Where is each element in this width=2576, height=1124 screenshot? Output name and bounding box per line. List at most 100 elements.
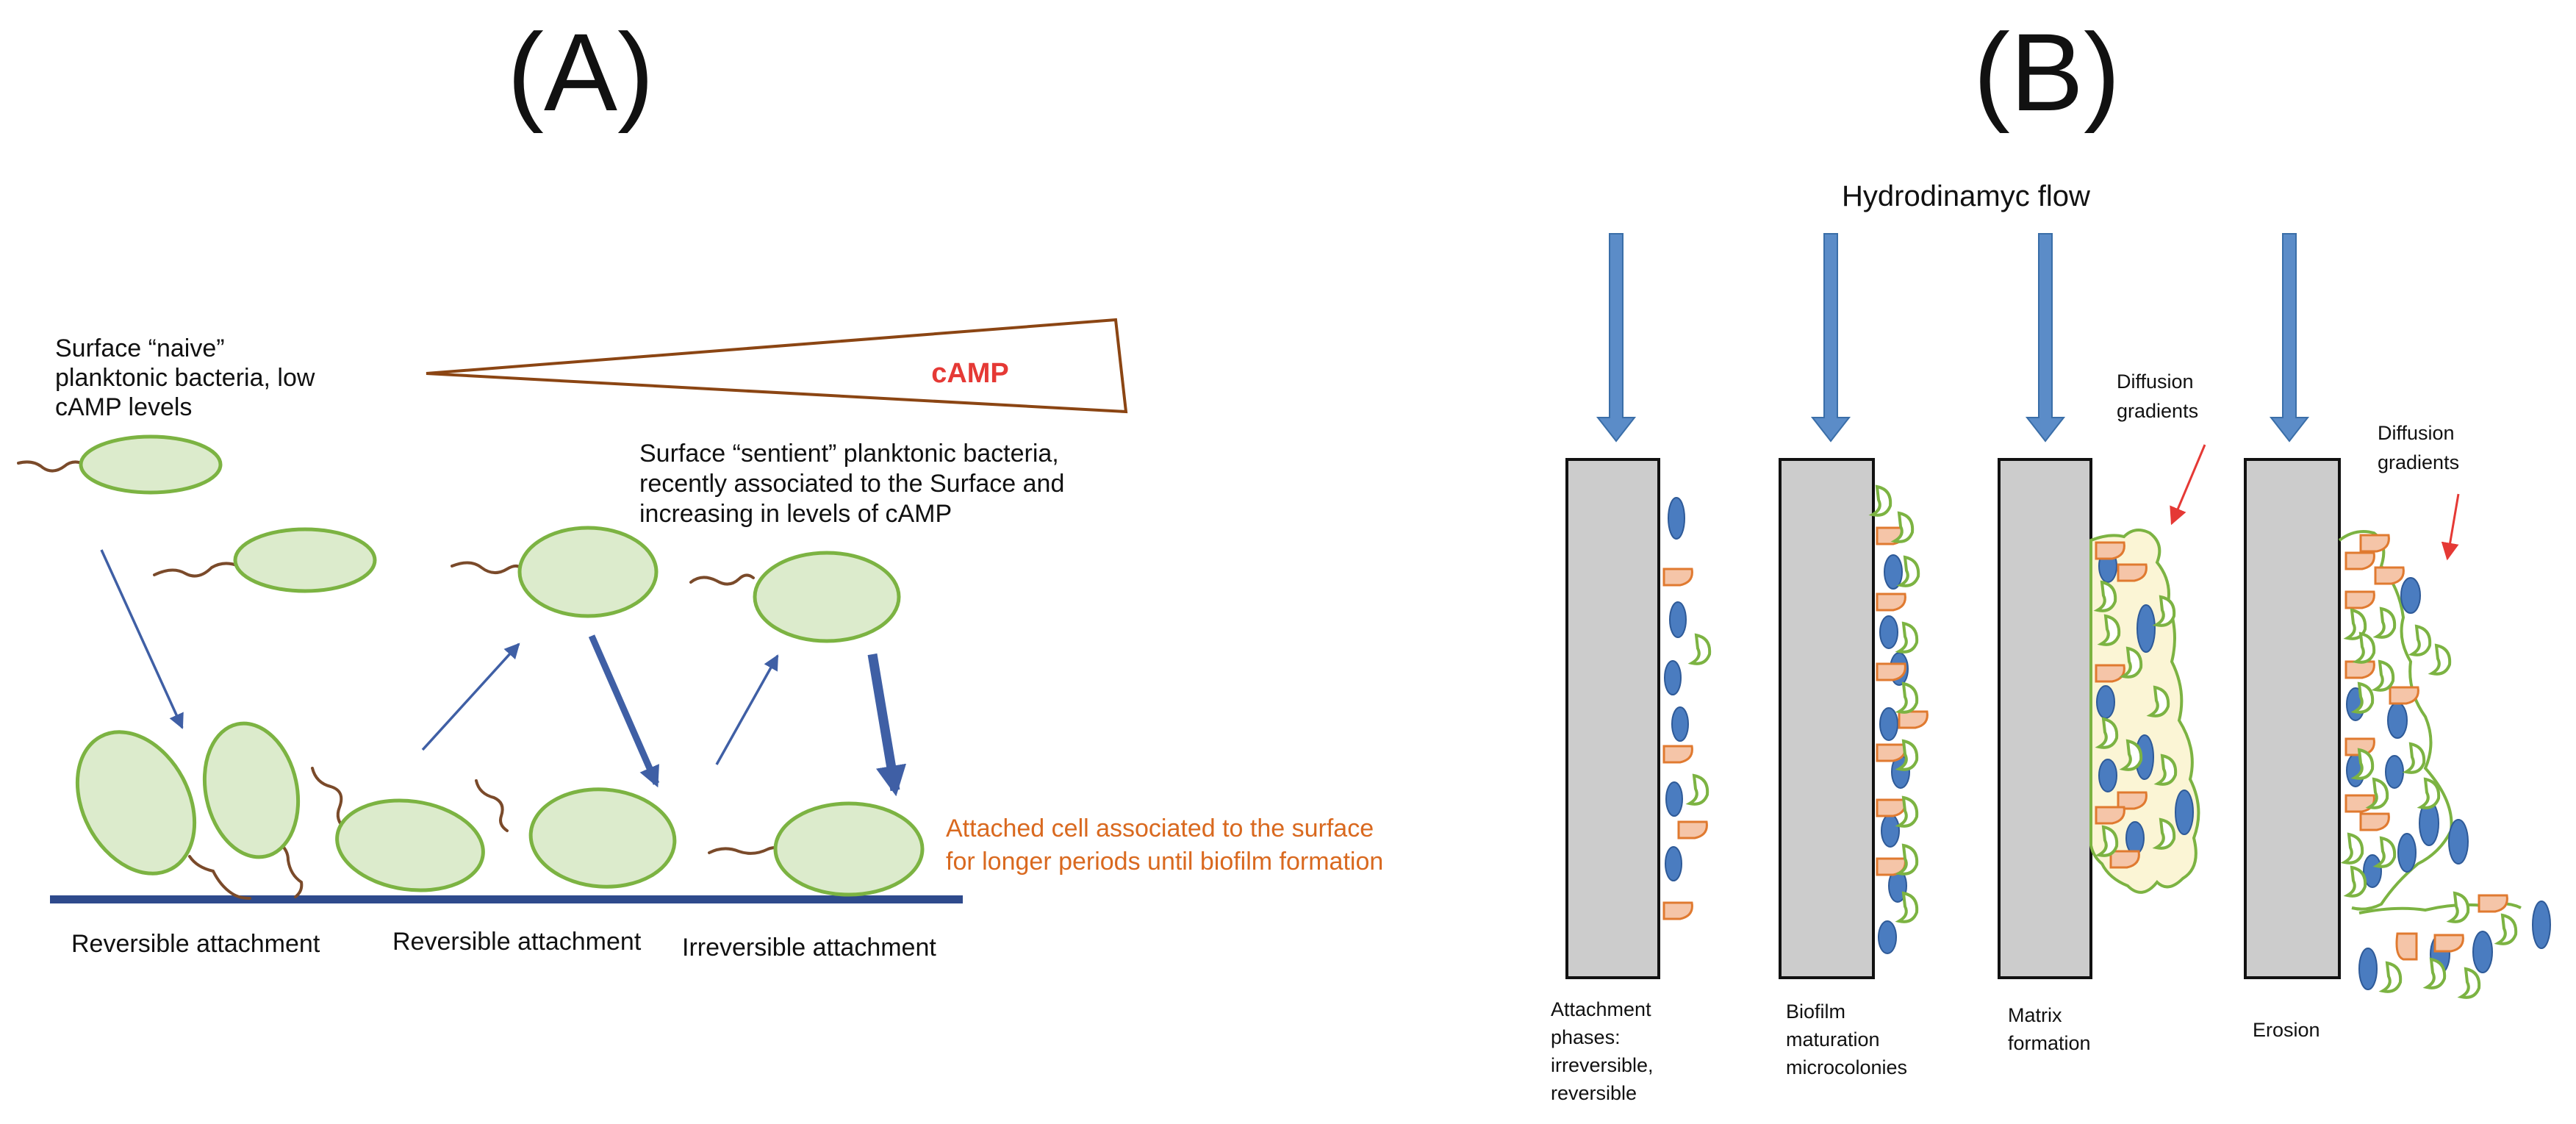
orange-cell <box>1662 901 1693 920</box>
bacterium-cell <box>753 551 901 643</box>
green-cell <box>2365 777 2389 809</box>
green-cell <box>1868 484 1892 517</box>
round-cell <box>2098 759 2117 792</box>
attachment-surface <box>50 895 963 903</box>
green-cell <box>2119 739 2143 771</box>
flagellum <box>451 561 525 574</box>
panel-a: (A) cAMP Surface “naive” planktonic bact… <box>17 10 1383 962</box>
green-cell <box>2146 685 2170 717</box>
arrow <box>867 653 907 797</box>
green-cell <box>2378 961 2403 993</box>
diffusion-pointer-arrow <box>2170 444 2206 526</box>
round-cells <box>1664 497 2551 990</box>
arrow <box>100 549 184 729</box>
flagellum <box>311 767 347 831</box>
orange-cell <box>1876 593 1906 612</box>
green-cells <box>1685 484 2518 999</box>
round-cell <box>2175 790 2194 835</box>
naive-bacteria-text: Surface “naive” planktonic bacteria, low… <box>55 334 322 421</box>
green-cell <box>2352 631 2376 664</box>
green-cell <box>2153 753 2178 786</box>
green-cell <box>2095 825 2119 857</box>
round-cell <box>1884 554 1903 590</box>
substrate-slab <box>1998 458 2092 979</box>
green-cell <box>2457 967 2481 999</box>
green-cell <box>2350 681 2375 714</box>
orange-cell <box>1876 662 1906 681</box>
bacterium-cell <box>773 801 925 897</box>
orange-cell <box>2109 850 2140 869</box>
arrow <box>421 642 520 751</box>
substrate-slab <box>2244 458 2341 979</box>
arrow <box>715 654 779 765</box>
arrow <box>588 634 660 788</box>
round-cell <box>2532 901 2551 949</box>
round-cell <box>2363 854 2382 888</box>
round-cell <box>2096 685 2115 719</box>
stage-caption: Erosion <box>2253 1019 2320 1041</box>
orange-cell <box>2389 686 2419 705</box>
green-cell <box>2428 643 2452 676</box>
flagellum <box>689 573 755 586</box>
round-cell <box>2472 931 2493 973</box>
green-cell <box>1895 891 1919 923</box>
orange-cell <box>1898 710 1929 729</box>
orange-cell <box>2344 660 2375 679</box>
flow-arrow <box>1810 233 1851 443</box>
green-cell <box>2446 891 2470 923</box>
orange-cell <box>2478 894 2508 913</box>
green-cell <box>1895 739 1919 771</box>
orange-cell <box>1677 820 1708 840</box>
round-cell <box>1665 846 1682 881</box>
green-cell <box>1895 843 1919 876</box>
green-cell <box>1685 773 1709 806</box>
round-cell <box>1671 706 1689 742</box>
green-cell <box>1895 621 1919 654</box>
green-cell <box>1895 795 1919 828</box>
bacterium-cell <box>517 526 659 618</box>
orange-cell <box>2117 791 2148 810</box>
orange-cell <box>1662 745 1693 764</box>
orange-cell <box>2433 934 2464 953</box>
flow-arrow <box>2269 233 2310 443</box>
green-cell <box>2340 832 2364 865</box>
bacteria-cells <box>75 434 925 897</box>
orange-cell <box>1876 743 1906 762</box>
attached-cell-text: Attached cell associated to the surface … <box>946 815 1383 876</box>
flagella <box>17 460 784 900</box>
green-cell <box>2097 614 2121 646</box>
stage-caption: Biofilm maturation microcolonies <box>1786 1000 1907 1078</box>
flagellum <box>153 562 240 578</box>
panel-b: (B) Hydrodinamyc flow <box>1551 10 2551 1104</box>
round-cell <box>2387 702 2408 739</box>
green-cell <box>1890 511 1915 543</box>
green-cell <box>2417 777 2441 809</box>
green-cell <box>2119 646 2143 679</box>
green-cell <box>2095 717 2119 749</box>
orange-cell <box>2395 932 2418 961</box>
orange-cell <box>2095 541 2125 560</box>
camp-label: cAMP <box>931 358 1009 389</box>
bacterium-cell <box>202 721 301 859</box>
orange-cell <box>2095 664 2125 683</box>
substrate-slab <box>1779 458 1875 979</box>
flow-arrow <box>1596 233 1637 443</box>
green-cell <box>2494 913 2518 945</box>
round-cell <box>1668 497 1685 540</box>
flagellum <box>17 460 87 473</box>
flow-title: Hydrodinamyc flow <box>1842 180 2090 212</box>
round-cell <box>2448 819 2469 865</box>
orange-cell <box>1876 798 1906 817</box>
bacterium-cell <box>335 798 485 892</box>
process-arrows <box>100 549 907 797</box>
flow-arrows <box>1596 233 2310 443</box>
stage-label: Reversible attachment <box>392 928 642 956</box>
orange-cell <box>2344 551 2375 570</box>
round-cell <box>1881 814 1900 848</box>
diffusion-pointer-arrow <box>2441 493 2460 561</box>
round-cell <box>2358 948 2378 990</box>
green-cell <box>2152 817 2176 850</box>
round-cell <box>1878 920 1897 954</box>
green-cell <box>2408 624 2432 656</box>
